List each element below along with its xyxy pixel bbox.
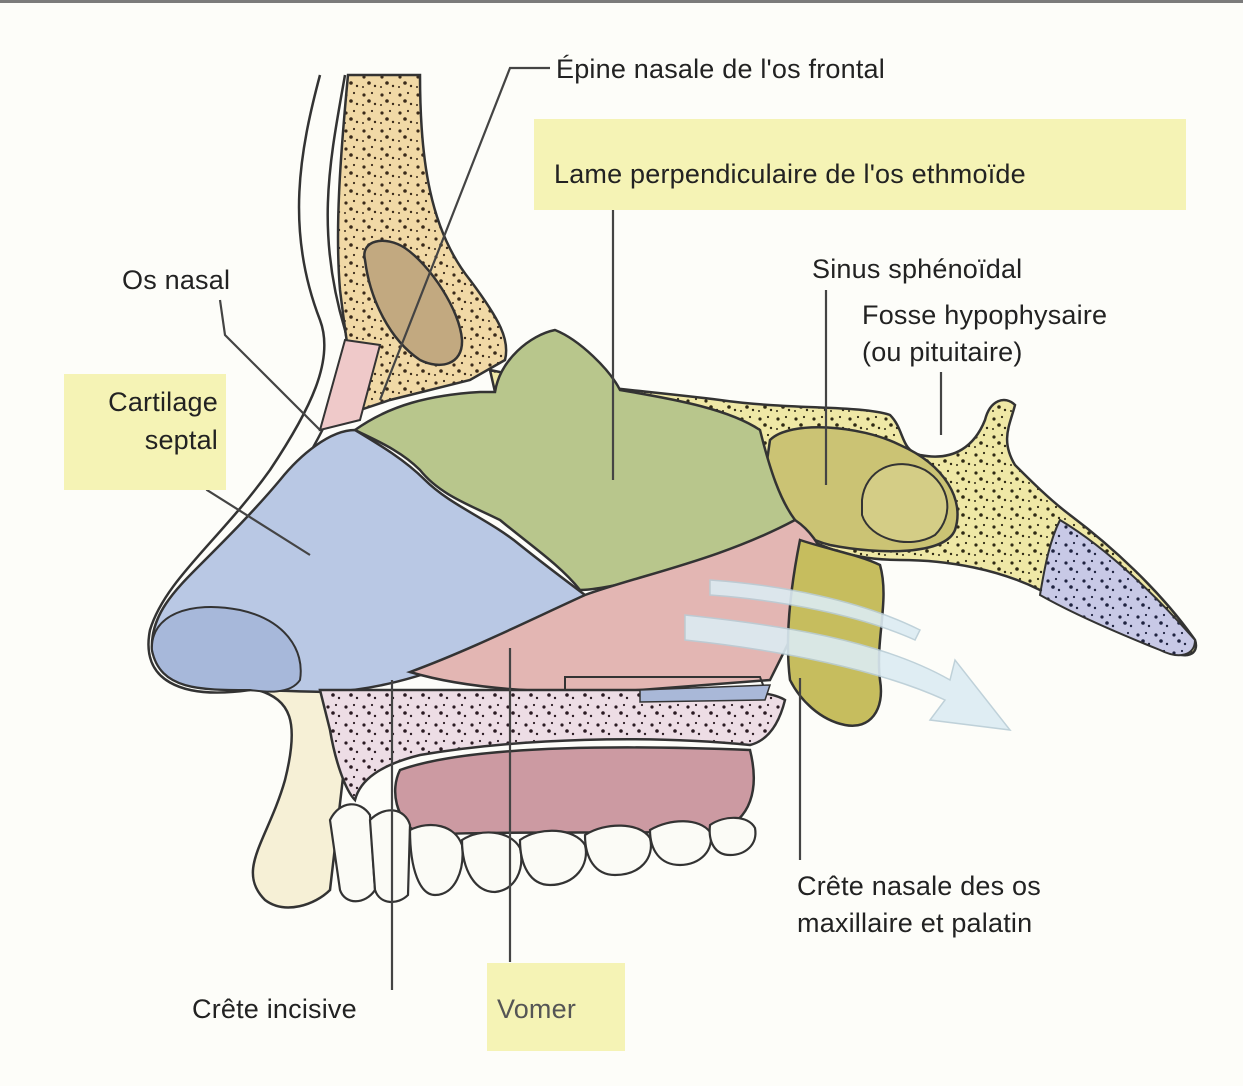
- label-vomer: Vomer: [487, 963, 625, 1051]
- label-fosse-line2: (ou pituitaire): [862, 337, 1023, 367]
- label-crete-incisive: Crête incisive: [192, 994, 357, 1024]
- frontal-bone: [336, 73, 508, 412]
- label-epine-nasale: Épine nasale de l'os frontal: [556, 54, 885, 84]
- oral-mucosa: [393, 746, 755, 837]
- label-cartilage-line1: Cartilage: [108, 387, 218, 417]
- label-lame-perpendiculaire-text: Lame perpendiculaire de l'os ethmoïde: [554, 159, 1026, 189]
- palatine-blue-strip: [639, 684, 772, 703]
- label-crete-nasale-line2: maxillaire et palatin: [797, 908, 1033, 938]
- label-vomer-text: Vomer: [497, 994, 577, 1024]
- label-crete-nasale-line1: Crête nasale des os: [797, 871, 1041, 901]
- os-nasal-shape: [318, 338, 382, 432]
- sphenoid-sinus-inner: [861, 463, 949, 544]
- frontal-sinus: [363, 239, 464, 367]
- vomer-shape: [406, 518, 827, 694]
- lame-perpendiculaire-shape: [352, 328, 797, 592]
- label-os-nasal: Os nasal: [122, 265, 231, 295]
- label-fosse-line1: Fosse hypophysaire: [862, 300, 1108, 330]
- label-fosse-hypophysaire: Fosse hypophysaire (ou pituitaire): [862, 297, 1107, 371]
- upper-lip: [251, 688, 347, 909]
- airflow-arrow: [684, 579, 1012, 731]
- label-cartilage-line2: septal: [144, 425, 218, 455]
- alar-cartilage: [150, 606, 302, 693]
- teeth: [328, 803, 757, 903]
- label-crete-nasale: Crête nasale des os maxillaire et palati…: [797, 868, 1041, 942]
- top-border: [0, 0, 1243, 3]
- label-lame-perpendiculaire: Lame perpendiculaire de l'os ethmoïde: [534, 119, 1186, 210]
- label-sinus-sphenoidal: Sinus sphénoïdal: [812, 254, 1023, 284]
- label-cartilage-septal: Cartilage septal: [64, 374, 226, 490]
- clivus-blue: [1038, 518, 1197, 657]
- leader-lines: [205, 66, 943, 990]
